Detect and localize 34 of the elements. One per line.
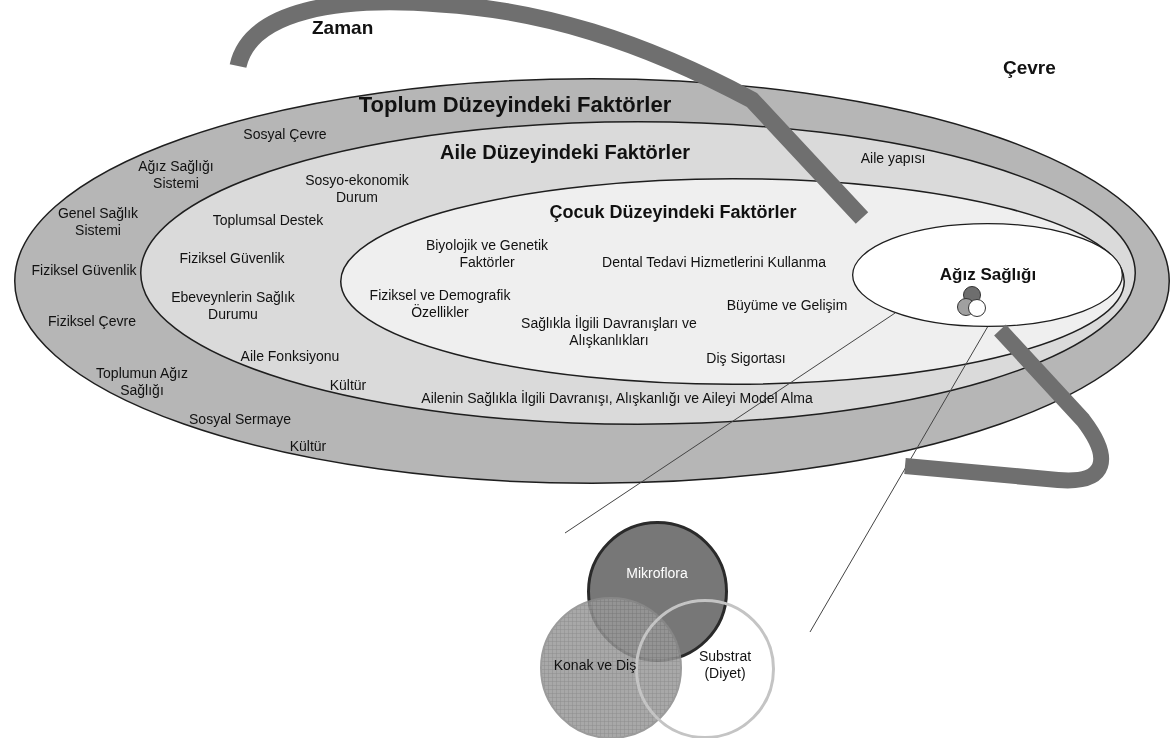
factor-label: Biyolojik ve Genetik Faktörler	[424, 237, 550, 271]
factor-label: Sosyo-ekonomik Durum	[304, 172, 410, 206]
factor-label: Ağız Sağlığı Sistemi	[137, 158, 215, 192]
factor-label: Toplumun Ağız Sağlığı	[95, 365, 189, 399]
factor-label: Toplumsal Destek	[211, 212, 325, 229]
factor-label: Fiziksel Çevre	[47, 313, 137, 330]
factor-label: Büyüme ve Gelişim	[725, 297, 849, 314]
factor-label: Dental Tedavi Hizmetlerini Kullanma	[601, 254, 827, 271]
factor-label: Kültür	[288, 438, 328, 455]
factor-label: Genel Sağlık Sistemi	[56, 205, 140, 239]
factor-ellipse	[14, 78, 1170, 484]
circle-label: Mikroflora	[625, 565, 689, 582]
circle-label: Substrat (Diyet)	[697, 648, 753, 682]
heading: Ağız Sağlığı	[938, 265, 1038, 285]
heading: Çocuk Düzeyindeki Faktörler	[548, 201, 798, 223]
leader-line	[564, 312, 896, 534]
context-label: Zaman	[312, 17, 374, 39]
factor-label: Diş Sigortası	[705, 350, 787, 367]
context-label: Çevre	[1003, 57, 1056, 79]
factor-label: Aile Fonksiyonu	[239, 348, 341, 365]
heading: Toplum Düzeyindeki Faktörler	[357, 92, 673, 118]
factor-label: Sosyal Sermaye	[188, 411, 292, 428]
factor-label: Ebeveynlerin Sağlık Durumu	[170, 289, 296, 323]
factor-label: Sosyal Çevre	[242, 126, 328, 143]
factor-label: Fiziksel Güvenlik	[30, 262, 138, 279]
circle-label: Konak ve Diş	[552, 657, 638, 674]
leader-line	[809, 326, 988, 633]
factor-label: Aile yapısı	[859, 150, 927, 167]
factor-label: Sağlıkla İlgili Davranışları ve Alışkanlıkları	[520, 315, 698, 349]
factor-label: Fiziksel ve Demografik Özellikler	[368, 287, 512, 321]
factor-label: Kültür	[328, 377, 368, 394]
oral-health-ellipse	[852, 223, 1123, 327]
heading: Aile Düzeyindeki Faktörler	[438, 140, 692, 164]
factor-label: Fiziksel Güvenlik	[178, 250, 286, 267]
